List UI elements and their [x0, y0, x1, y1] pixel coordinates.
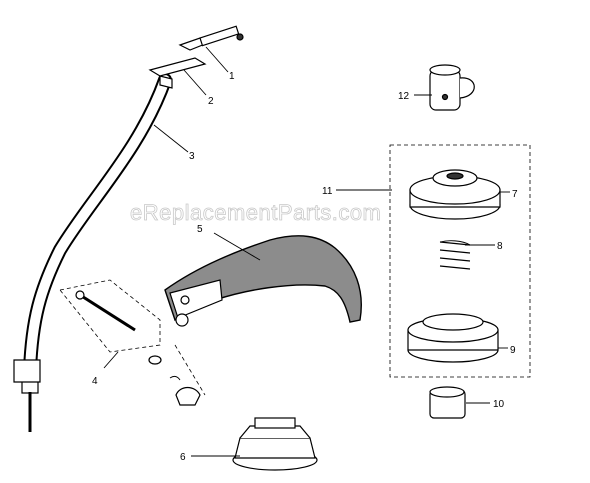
- part-spool-cap: [409, 169, 501, 220]
- part-drive-key: [178, 25, 244, 51]
- callout-2: 2: [208, 96, 214, 107]
- callout-7: 7: [512, 189, 518, 200]
- callouts: 1 2 3 4 5 6 7 8 9 10 11 12: [92, 71, 518, 463]
- part-spring: [439, 240, 471, 270]
- callout-6: 6: [180, 452, 186, 463]
- part-head-enclosure: [389, 144, 531, 378]
- part-knob: [429, 386, 466, 419]
- part-clamp-plate: [148, 57, 207, 89]
- callout-4: 4: [92, 376, 98, 387]
- part-guard: [164, 235, 362, 327]
- part-spool-base: [232, 417, 318, 471]
- leader-lines: [103, 46, 510, 457]
- callout-1: 1: [229, 71, 235, 82]
- watermark-text: eReplacementParts.com: [130, 200, 381, 225]
- part-shaft: [13, 73, 172, 432]
- part-inner-spool: [407, 313, 499, 363]
- callout-11: 11: [322, 186, 333, 197]
- part-cup-tool: [429, 64, 475, 111]
- part-hardware-group: [59, 279, 206, 406]
- callout-12: 12: [398, 91, 410, 102]
- callout-9: 9: [510, 345, 516, 356]
- callout-10: 10: [493, 399, 505, 410]
- callout-8: 8: [497, 241, 503, 252]
- callout-5: 5: [197, 224, 203, 235]
- callout-3: 3: [189, 151, 195, 162]
